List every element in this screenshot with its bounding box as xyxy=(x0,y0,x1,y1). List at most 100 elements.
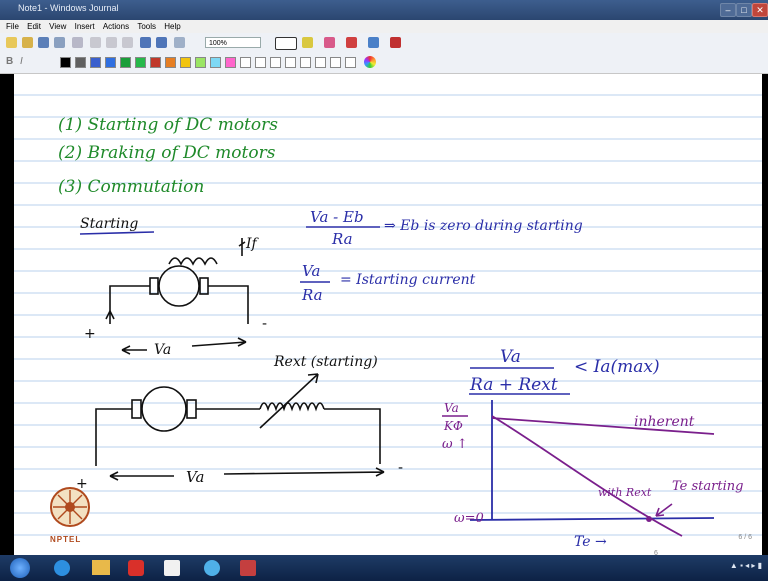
graph-y-axis-label: ω ↑ xyxy=(442,437,468,452)
color-picker-icon[interactable] xyxy=(364,56,376,68)
lasso-icon[interactable] xyxy=(346,37,357,48)
app-icon[interactable] xyxy=(240,560,256,576)
item3-text: (3) Commutation xyxy=(58,177,204,197)
speed-torque-graph xyxy=(469,400,715,537)
cut-icon[interactable] xyxy=(90,37,101,48)
highlighter-icon[interactable] xyxy=(302,37,313,48)
eq1-conclusion: ⇒ Eb is zero during starting xyxy=(384,218,583,234)
va-arrow-left-2 xyxy=(109,471,174,481)
copy-icon[interactable] xyxy=(106,37,117,48)
starting-underline xyxy=(79,231,155,235)
item1-text: (1) Starting of DC motors xyxy=(58,115,278,135)
menu-file[interactable]: File xyxy=(6,22,19,31)
field-current-label: If xyxy=(245,236,260,252)
eq1-numerator: Va - Eb xyxy=(310,208,364,226)
te-starting-label: Te starting xyxy=(672,479,743,494)
color-swatch-red[interactable] xyxy=(150,57,161,68)
minus-terminal-1: - xyxy=(262,316,267,332)
plus-terminal-2: + xyxy=(76,476,88,492)
print-icon[interactable] xyxy=(54,37,65,48)
graph-y-top-numerator: Va xyxy=(444,401,459,415)
eraser-icon[interactable] xyxy=(324,37,335,48)
color-swatch-white[interactable] xyxy=(240,57,251,68)
maximize-button[interactable]: □ xyxy=(736,3,752,17)
color-swatch-white-7[interactable] xyxy=(330,57,341,68)
rext-curve xyxy=(491,415,683,537)
italic-icon[interactable]: I xyxy=(20,56,23,67)
color-swatch-pink[interactable] xyxy=(225,57,236,68)
graph-y-top-denominator: KΦ xyxy=(443,419,463,433)
file-explorer-icon[interactable] xyxy=(92,560,110,575)
color-swatch-lightgreen[interactable] xyxy=(135,57,146,68)
find-icon[interactable] xyxy=(72,37,83,48)
color-swatch-white-3[interactable] xyxy=(270,57,281,68)
ineq-limit: < Ia(max) xyxy=(574,357,660,377)
eq2-conclusion: = Istarting current xyxy=(340,272,476,288)
inherent-curve xyxy=(491,417,715,435)
va-arrow-right-1 xyxy=(191,337,247,347)
menu-actions[interactable]: Actions xyxy=(102,22,130,31)
color-swatch-gray[interactable] xyxy=(75,57,86,68)
format-toolbar: B I xyxy=(0,53,768,74)
flag-icon[interactable] xyxy=(390,37,401,48)
motor-circuit-2 xyxy=(95,373,385,481)
color-swatch-white-5[interactable] xyxy=(300,57,311,68)
paste-icon[interactable] xyxy=(122,37,133,48)
journal-app-icon[interactable] xyxy=(204,560,220,576)
equation-lines xyxy=(79,226,570,395)
note-canvas: (1) Starting of DC motors (2) Braking of… xyxy=(14,74,762,555)
plus-terminal-1: + xyxy=(84,326,96,342)
field-current-arrow xyxy=(238,238,246,256)
rext-label: Rext (starting) xyxy=(273,354,378,370)
color-swatch-lightblue[interactable] xyxy=(105,57,116,68)
open-icon[interactable] xyxy=(22,37,33,48)
color-swatch-blue[interactable] xyxy=(90,57,101,68)
bold-icon[interactable]: B xyxy=(6,56,14,67)
nptel-logo: NPTEL xyxy=(48,481,92,549)
terminal-arrow-1 xyxy=(105,309,115,320)
system-tray[interactable]: ▲ ▪ ◂ ▸ ▮ xyxy=(729,561,762,570)
color-swatch-cyan[interactable] xyxy=(210,57,221,68)
color-swatch-lime[interactable] xyxy=(195,57,206,68)
paint-icon[interactable] xyxy=(164,560,180,576)
menu-view[interactable]: View xyxy=(49,22,67,31)
color-swatch-black[interactable] xyxy=(60,57,71,68)
undo-icon[interactable] xyxy=(140,37,151,48)
menu-help[interactable]: Help xyxy=(164,22,181,31)
redo-icon[interactable] xyxy=(156,37,167,48)
minimize-button[interactable]: – xyxy=(720,3,736,17)
color-swatch-white-6[interactable] xyxy=(315,57,326,68)
minus-terminal-2: - xyxy=(398,460,403,476)
color-swatch-green[interactable] xyxy=(120,57,131,68)
heading-starting: Starting xyxy=(80,216,138,232)
media-player-icon[interactable] xyxy=(128,560,144,576)
close-button[interactable]: ✕ xyxy=(752,3,768,17)
va-arrow-right-2 xyxy=(223,467,385,477)
menu-insert[interactable]: Insert xyxy=(74,22,95,31)
motor-armature-1 xyxy=(158,265,200,307)
color-swatch-white-2[interactable] xyxy=(255,57,266,68)
page-icon[interactable] xyxy=(174,37,185,48)
zoom-select[interactable]: 100% xyxy=(205,37,261,48)
color-swatch-white-8[interactable] xyxy=(345,57,356,68)
color-swatch-white-4[interactable] xyxy=(285,57,296,68)
note-page[interactable]: (1) Starting of DC motors (2) Braking of… xyxy=(14,74,762,555)
new-note-icon[interactable] xyxy=(6,37,17,48)
rext-resistor xyxy=(259,402,325,412)
internet-explorer-icon[interactable] xyxy=(54,560,70,576)
color-swatch-orange[interactable] xyxy=(165,57,176,68)
ruled-lines xyxy=(14,74,762,555)
menu-tools[interactable]: Tools xyxy=(137,22,156,31)
pen-tool-icon[interactable] xyxy=(275,37,297,50)
ineq-denominator: Ra + Rext xyxy=(469,375,558,395)
start-button[interactable] xyxy=(10,558,30,578)
eq1-denominator: Ra xyxy=(331,230,353,248)
insert-space-icon[interactable] xyxy=(368,37,379,48)
color-swatch-yellow[interactable] xyxy=(180,57,191,68)
page-number: 6 xyxy=(654,550,658,555)
menu-edit[interactable]: Edit xyxy=(27,22,41,31)
with-rext-label: with Rext xyxy=(598,486,652,499)
save-icon[interactable] xyxy=(38,37,49,48)
eq2-numerator: Va xyxy=(302,262,320,280)
rext-variable-arrow xyxy=(259,373,319,429)
